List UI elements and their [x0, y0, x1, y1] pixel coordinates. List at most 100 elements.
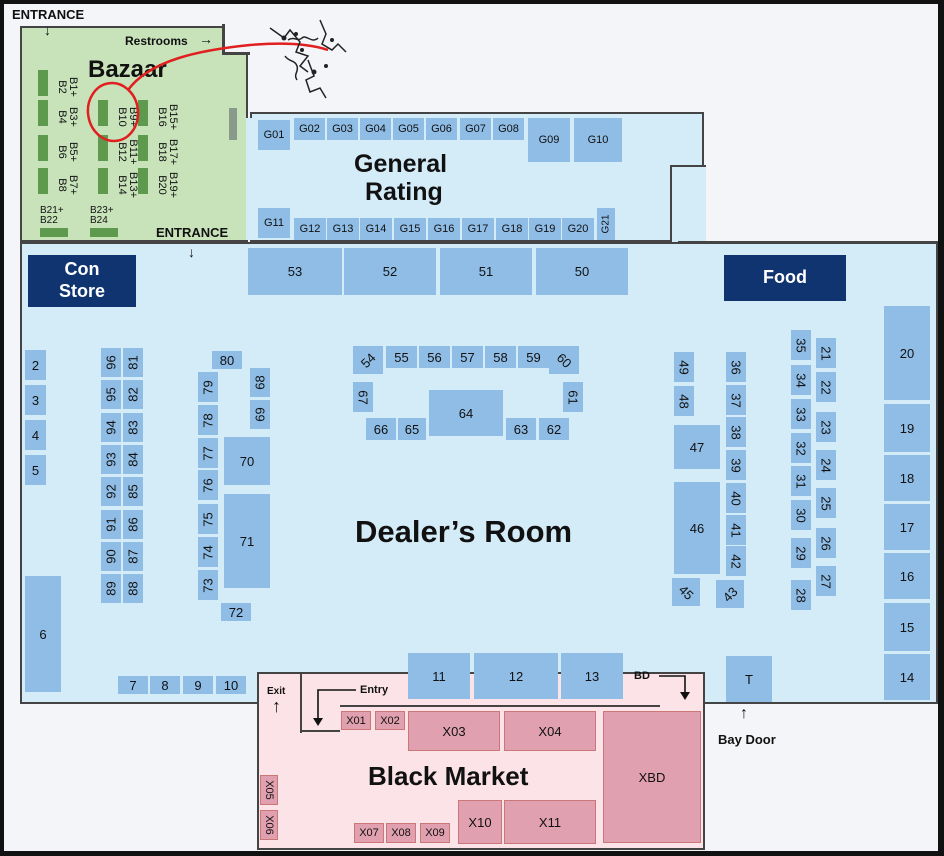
booth-92[interactable]: 92 [101, 477, 121, 507]
booth-76[interactable]: 76 [198, 470, 218, 500]
booth-48[interactable]: 48 [674, 386, 694, 416]
booth-g01[interactable]: G01 [258, 120, 290, 150]
booth-17[interactable]: 17 [884, 504, 930, 550]
booth-61[interactable]: 61 [563, 382, 583, 412]
booth-89[interactable]: 89 [101, 574, 121, 604]
bazaar-booth-bar[interactable] [38, 70, 48, 96]
booth-12[interactable]: 12 [474, 653, 558, 699]
booth-81[interactable]: 81 [123, 348, 143, 377]
booth-g17[interactable]: G17 [462, 218, 494, 240]
booth-21[interactable]: 21 [816, 338, 836, 368]
booth-66[interactable]: 66 [366, 418, 396, 440]
booth-8[interactable]: 8 [150, 676, 180, 694]
booth-74[interactable]: 74 [198, 537, 218, 567]
booth-10[interactable]: 10 [216, 676, 246, 694]
booth-94[interactable]: 94 [101, 412, 121, 442]
booth-45[interactable]: 45 [672, 578, 700, 606]
booth-57[interactable]: 57 [452, 346, 483, 368]
booth-25[interactable]: 25 [816, 488, 836, 518]
bazaar-booth-bar[interactable] [98, 168, 108, 194]
booth-79[interactable]: 79 [198, 372, 218, 402]
booth-23[interactable]: 23 [816, 412, 836, 442]
booth-g20[interactable]: G20 [562, 218, 594, 240]
booth-36[interactable]: 36 [726, 352, 746, 382]
booth-88[interactable]: 88 [123, 574, 143, 604]
booth-86[interactable]: 86 [123, 509, 143, 539]
bazaar-booth-bar[interactable] [98, 100, 108, 126]
bazaar-booth-bar[interactable] [38, 168, 48, 194]
booth-20[interactable]: 20 [884, 306, 930, 400]
booth-38[interactable]: 38 [726, 417, 746, 447]
booth-g04[interactable]: G04 [360, 118, 391, 140]
booth-67[interactable]: 67 [353, 382, 373, 412]
booth-g11[interactable]: G11 [258, 208, 290, 238]
booth-72[interactable]: 72 [221, 603, 251, 621]
booth-16[interactable]: 16 [884, 553, 930, 599]
food-area[interactable]: Food [724, 255, 846, 301]
booth-g13[interactable]: G13 [327, 218, 359, 240]
booth-40[interactable]: 40 [726, 483, 746, 513]
booth-19[interactable]: 19 [884, 404, 930, 452]
booth-37[interactable]: 37 [726, 385, 746, 415]
booth-39[interactable]: 39 [726, 450, 746, 480]
bazaar-booth-bar[interactable] [90, 228, 118, 237]
booth-42[interactable]: 42 [726, 546, 746, 576]
booth-52[interactable]: 52 [344, 248, 436, 295]
booth-g07[interactable]: G07 [460, 118, 491, 140]
booth-27[interactable]: 27 [816, 566, 836, 596]
booth-70[interactable]: 70 [224, 437, 270, 485]
booth-75[interactable]: 75 [198, 504, 218, 534]
booth-g14[interactable]: G14 [360, 218, 392, 240]
booth-6[interactable]: 6 [25, 576, 61, 692]
booth-x08[interactable]: X08 [386, 823, 416, 843]
booth-28[interactable]: 28 [791, 580, 811, 610]
booth-g18[interactable]: G18 [496, 218, 528, 240]
booth-g10[interactable]: G10 [574, 118, 622, 162]
booth-30[interactable]: 30 [791, 500, 811, 530]
booth-85[interactable]: 85 [123, 477, 143, 507]
booth-46[interactable]: 46 [674, 482, 720, 574]
booth-26[interactable]: 26 [816, 528, 836, 558]
booth-5[interactable]: 5 [25, 455, 46, 485]
booth-x02[interactable]: X02 [375, 711, 405, 730]
booth-56[interactable]: 56 [419, 346, 450, 368]
bazaar-booth-bar[interactable] [98, 135, 108, 161]
booth-34[interactable]: 34 [791, 365, 811, 395]
booth-g02[interactable]: G02 [294, 118, 325, 140]
booth-13[interactable]: 13 [561, 653, 623, 699]
booth-7[interactable]: 7 [118, 676, 148, 694]
booth-2[interactable]: 2 [25, 350, 46, 380]
booth-65[interactable]: 65 [398, 418, 426, 440]
booth-95[interactable]: 95 [101, 380, 121, 410]
booth-g05[interactable]: G05 [393, 118, 424, 140]
booth-69[interactable]: 69 [250, 400, 270, 429]
booth-50[interactable]: 50 [536, 248, 628, 295]
booth-g15[interactable]: G15 [394, 218, 426, 240]
booth-32[interactable]: 32 [791, 433, 811, 463]
booth-33[interactable]: 33 [791, 399, 811, 429]
booth-29[interactable]: 29 [791, 538, 811, 568]
booth-41[interactable]: 41 [726, 515, 746, 545]
booth-22[interactable]: 22 [816, 372, 836, 402]
booth-3[interactable]: 3 [25, 385, 46, 415]
booth-g09[interactable]: G09 [528, 118, 570, 162]
booth-x06[interactable]: X06 [260, 810, 278, 840]
booth-73[interactable]: 73 [198, 570, 218, 600]
booth-x05[interactable]: X05 [260, 775, 278, 805]
bazaar-booth-bar[interactable] [138, 100, 148, 126]
booth-x01[interactable]: X01 [341, 711, 371, 730]
booth-g03[interactable]: G03 [327, 118, 358, 140]
booth-54[interactable]: 54 [353, 346, 383, 374]
booth-64[interactable]: 64 [429, 390, 503, 436]
booth-18[interactable]: 18 [884, 455, 930, 501]
booth-t[interactable]: T [726, 656, 772, 702]
booth-4[interactable]: 4 [25, 420, 46, 450]
booth-14[interactable]: 14 [884, 654, 930, 700]
booth-96[interactable]: 96 [101, 348, 121, 377]
booth-x03[interactable]: X03 [408, 711, 500, 751]
booth-x10[interactable]: X10 [458, 800, 502, 844]
booth-9[interactable]: 9 [183, 676, 213, 694]
booth-78[interactable]: 78 [198, 405, 218, 435]
booth-60[interactable]: 60 [549, 346, 579, 374]
